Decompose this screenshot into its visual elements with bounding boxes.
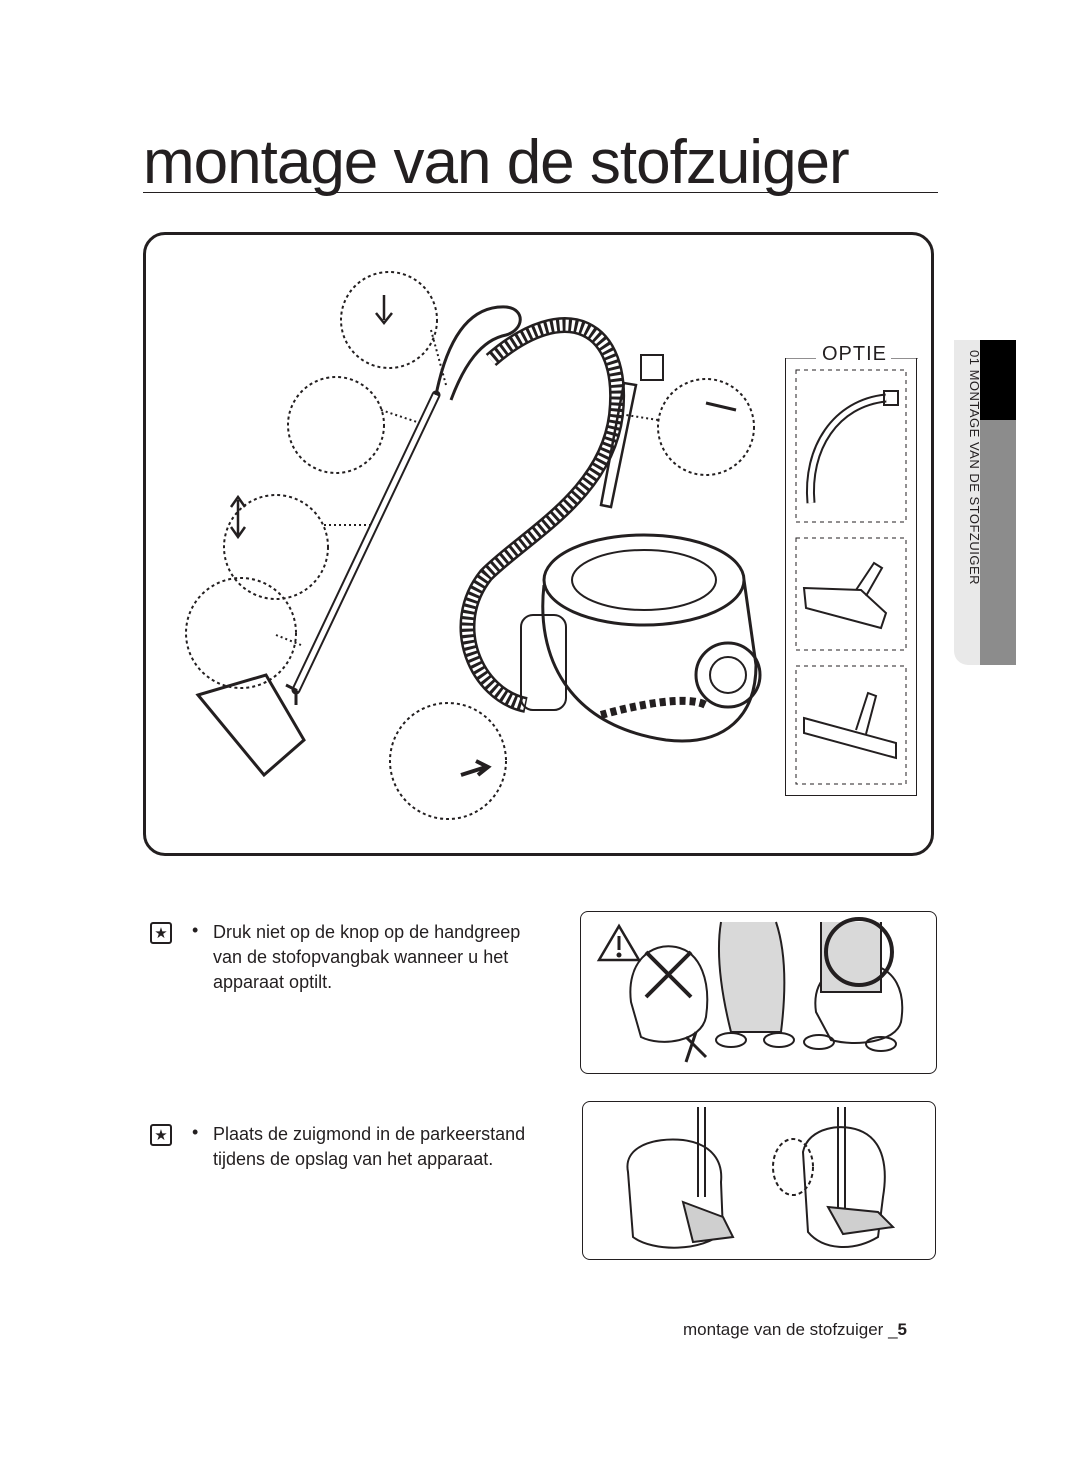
- check-circle-icon: [824, 917, 894, 987]
- vacuum-assembly-illustration: [185, 271, 762, 820]
- side-tab-background: [954, 340, 984, 665]
- chapter-side-tab: 01 MONTAGE VAN DE STOFZUIGER: [954, 340, 1016, 665]
- bullet: •: [192, 1122, 199, 1142]
- parking-position-illustration: [582, 1101, 936, 1260]
- assembly-illustration-box: [143, 232, 934, 856]
- detail-circle-hose-connect: [389, 702, 507, 820]
- title-underline: [143, 192, 938, 193]
- star-icon: ★: [150, 1124, 172, 1146]
- detail-circle-pipe: [287, 376, 385, 474]
- option-label: OPTIE: [822, 343, 888, 365]
- side-tab-grey-marker: [980, 420, 1016, 665]
- bullet: •: [192, 920, 199, 940]
- page-number: 5: [897, 1320, 907, 1339]
- detail-circle-telescope: [223, 494, 329, 600]
- page-title: montage van de stofzuiger: [143, 128, 850, 197]
- side-tab-black-marker: [980, 340, 1016, 420]
- detail-circle-crevice: [657, 378, 755, 476]
- footer-text: montage van de stofzuiger _: [683, 1320, 898, 1339]
- side-tab-label: 01 MONTAGE VAN DE STOFZUIGER: [967, 350, 982, 586]
- detail-circle-nozzle: [185, 577, 297, 689]
- page-footer: montage van de stofzuiger _5: [683, 1320, 907, 1340]
- star-icon: ★: [150, 922, 172, 944]
- cross-mark-icon: [644, 950, 693, 999]
- note-lifting-text: Druk niet op de knop op de handgreep van…: [213, 922, 521, 992]
- detail-circle-handle: [340, 271, 438, 369]
- option-accessories-frame: [785, 357, 918, 796]
- note-parking-text: Plaats de zuigmond in de parkeerstand ti…: [213, 1124, 526, 1169]
- lifting-warning-illustration: [580, 911, 937, 1074]
- option-accessories-illustration: [786, 357, 918, 785]
